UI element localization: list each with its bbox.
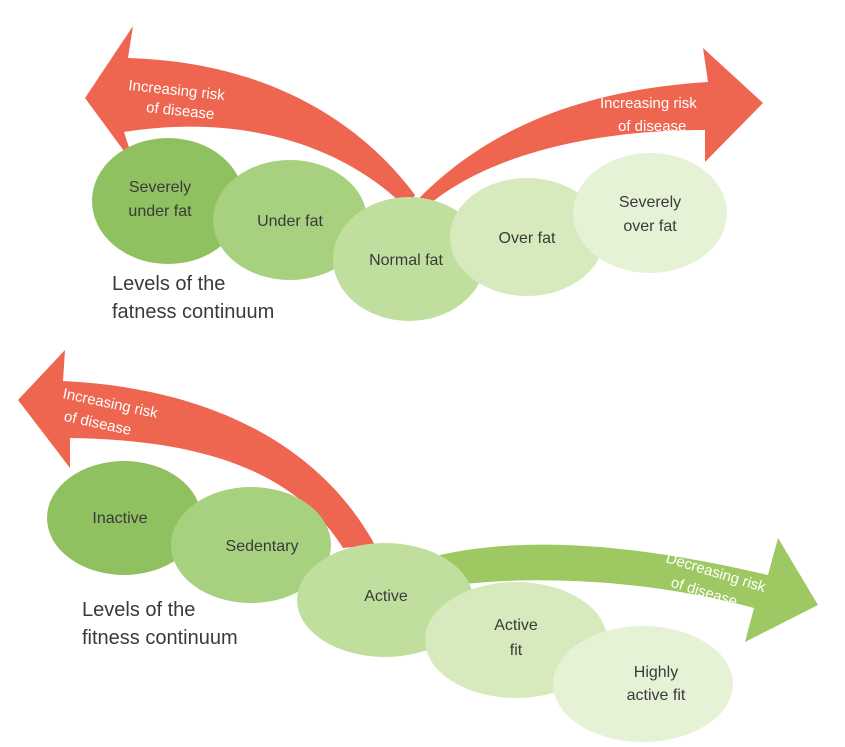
- fitness-level-inactive: [47, 461, 201, 575]
- fatness-label-2: Under fat: [257, 213, 323, 230]
- fitness-level-sedentary: [171, 487, 331, 603]
- fatness-caption-1: Levels of the: [112, 273, 225, 295]
- fatness-label-5b: over fat: [623, 218, 677, 235]
- fatness-label-5a: Severely: [619, 194, 681, 211]
- fitness-decrease-arrow: [440, 538, 818, 642]
- fatness-risk-right-text-1: Increasing risk: [600, 95, 697, 112]
- fitness-caption-2: fitness continuum: [82, 627, 238, 649]
- fatness-level-severely-under-fat: [92, 138, 244, 264]
- fitness-label-4b: fit: [510, 642, 523, 659]
- fitness-label-2: Sedentary: [226, 538, 299, 555]
- fitness-label-3: Active: [364, 588, 408, 605]
- fatness-label-1b: under fat: [128, 203, 192, 220]
- fatness-risk-right-text-2: of disease: [618, 118, 686, 135]
- fatness-risk-arrow-right: [408, 48, 763, 210]
- fatness-level-over-fat: [450, 178, 604, 296]
- fitness-label-4a: Active: [494, 617, 538, 634]
- fitness-label-1: Inactive: [92, 510, 147, 527]
- fatness-risk-arrow-left: [85, 26, 415, 210]
- fatness-level-under-fat: [213, 160, 367, 280]
- fitness-risk-arrow-left: [18, 350, 375, 548]
- fatness-caption-2: fatness continuum: [112, 301, 274, 323]
- fatness-label-1a: Severely: [129, 179, 191, 196]
- fitness-level-highly-active-fit: [553, 626, 733, 742]
- fatness-level-severely-over-fat: [573, 153, 727, 273]
- fatness-level-normal-fat: [333, 197, 485, 321]
- fitness-caption-1: Levels of the: [82, 599, 195, 621]
- fatness-label-3: Normal fat: [369, 252, 443, 269]
- fatness-label-4: Over fat: [499, 230, 556, 247]
- fitness-label-5b: active fit: [627, 687, 686, 704]
- fitness-label-5a: Highly: [634, 664, 678, 681]
